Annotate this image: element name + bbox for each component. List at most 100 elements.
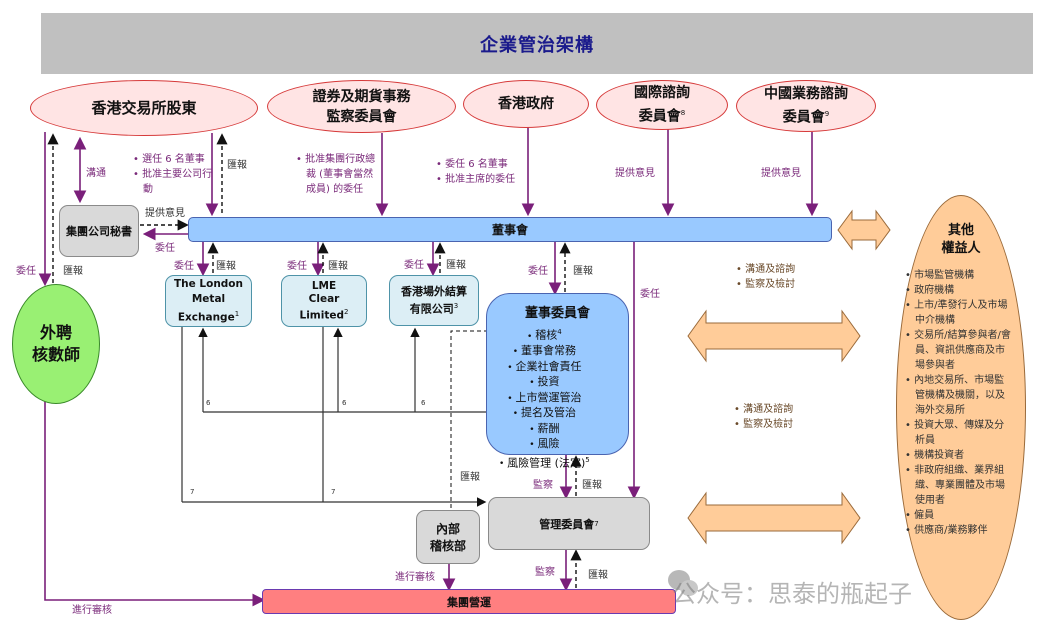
engagement-notes-lower: 溝通及諮詢 監察及檢討 — [734, 402, 793, 432]
note-item: 委任 6 名董事 — [436, 157, 515, 172]
board-label: 董事會 — [491, 223, 528, 237]
label-report: 匯報 — [227, 160, 247, 171]
committee-item: 董事會常務 — [499, 344, 590, 360]
stakeholders-title-line1: 其他 — [947, 223, 974, 238]
sfc-ellipse: 證券及期貨事務監察委員會 — [267, 80, 456, 133]
stakeholder-item: 市場監管機構 — [905, 268, 1013, 283]
footnote-mark: 7 — [190, 488, 195, 496]
otc-clear-line2: 有限公司 — [409, 302, 454, 316]
footnote-mark: 6 — [342, 399, 347, 407]
label-report: 匯報 — [588, 570, 608, 581]
label-report: 匯報 — [582, 480, 602, 491]
hk-gov-ellipse: 香港政府 — [463, 80, 589, 128]
china-advisory-ellipse: 中國業務諮詢委員會9 — [736, 80, 876, 132]
lme-clear-line1: LME — [311, 279, 337, 292]
footnote-mark: 7 — [331, 488, 336, 496]
sfc-notes: 批准集團行政總裁 (董事會當然成員) 的委任 — [296, 152, 376, 197]
note-item: 監察及檢討 — [736, 277, 795, 292]
label-advise-intl: 提供意見 — [615, 168, 655, 179]
auditor-line2: 核數師 — [31, 345, 80, 364]
label-advise-china: 提供意見 — [761, 168, 801, 179]
sfc-label-line2: 監察委員會 — [326, 108, 397, 125]
label-appoint: 委任 — [16, 266, 36, 277]
internal-audit-line1: 內部 — [435, 522, 460, 536]
watermark-text: 公众号：思泰的瓶起子 — [672, 580, 912, 608]
stakeholder-item: 上市/準發行人及市場中介機構 — [905, 298, 1013, 328]
lme-line2: Metal Exchange — [177, 292, 235, 324]
committee-item: 企業社會責任 — [499, 360, 590, 376]
footnote-mark: 3 — [453, 302, 459, 311]
lme-clear-line2: Clear — [308, 292, 340, 305]
label-conduct-audit: 進行審核 — [72, 605, 112, 616]
intl-advisory-line1: 國際諮詢 — [634, 85, 690, 102]
auditor-line1: 外聘 — [39, 323, 72, 342]
footnote-mark: 8 — [680, 109, 686, 118]
stakeholder-item: 投資大眾、傳媒及分析員 — [905, 418, 1013, 448]
management-committee-label: 管理委員會 — [539, 517, 595, 531]
committee-item: 投資 — [499, 375, 590, 391]
label-report: 匯報 — [446, 260, 466, 271]
note-item: 批准集團行政總裁 (董事會當然成員) 的委任 — [296, 152, 376, 197]
title-bar: 企業管治架構 — [41, 13, 1033, 74]
committee-list: 稽核4 董事會常務 企業社會責任 投資 上市營運管治 提名及管治 薪酬 風險 風… — [499, 325, 590, 472]
subsidiary-otc-clear: 香港場外結算有限公司3 — [389, 275, 479, 326]
group-operations-label: 集團營運 — [447, 595, 491, 609]
label-appoint: 委任 — [404, 260, 424, 271]
note-item: 批准主要公司行動 — [133, 167, 221, 197]
committee-item: 提名及管治 — [499, 406, 590, 422]
double-arrow-management-stakeholders — [687, 491, 861, 545]
otc-clear-line1: 香港場外結算 — [401, 285, 467, 299]
internal-audit-box: 內部稽核部 — [416, 510, 480, 564]
label-report: 匯報 — [328, 261, 348, 272]
page-title: 企業管治架構 — [480, 34, 594, 56]
footnote-mark: 9 — [824, 110, 830, 119]
footnote-mark: 6 — [206, 399, 211, 407]
label-appoint: 委任 — [174, 261, 194, 272]
label-communicate: 溝通 — [86, 168, 106, 179]
stakeholder-item: 機構投資者 — [905, 448, 1013, 463]
label-appoint: 委任 — [287, 261, 307, 272]
shareholder-notes: 選任 6 名董事 批准主要公司行動 — [133, 152, 221, 197]
note-item: 溝通及諮詢 — [736, 262, 795, 277]
label-report: 匯報 — [460, 472, 480, 483]
committee-item: 風險 — [499, 437, 590, 453]
board-committees: 董事委員會 稽核4 董事會常務 企業社會責任 投資 上市營運管治 提名及管治 薪… — [486, 293, 629, 469]
stakeholder-item: 政府機構 — [905, 283, 1013, 298]
label-report: 匯報 — [573, 266, 593, 277]
committee-item: 風險管理 (法定)5 — [499, 453, 590, 472]
footnote-mark: 1 — [234, 309, 240, 318]
external-auditor: 外聘核數師 — [12, 284, 100, 404]
stakeholder-list: 市場監管機構 政府機構 上市/準發行人及市場中介機構 交易所/結算參與者/會員、… — [897, 268, 1025, 538]
note-item: 選任 6 名董事 — [133, 152, 221, 167]
gov-notes: 委任 6 名董事 批准主席的委任 — [436, 157, 515, 187]
note-item: 批准主席的委任 — [436, 172, 515, 187]
shareholders-ellipse: 香港交易所股東 — [30, 80, 258, 136]
group-operations-bar: 集團營運 — [262, 589, 676, 614]
stakeholder-item: 供應商/業務夥伴 — [905, 523, 1013, 538]
china-advisory-line1: 中國業務諮詢 — [764, 86, 848, 103]
label-conduct-audit: 進行審核 — [395, 572, 435, 583]
committee-item: 薪酬 — [499, 422, 590, 438]
intl-advisory-line2: 委員會 — [638, 108, 681, 125]
label-appoint: 委任 — [640, 289, 660, 300]
stakeholder-item: 僱員 — [905, 508, 1013, 523]
stakeholders-title-line2: 權益人 — [941, 241, 981, 256]
label-appoint: 委任 — [155, 243, 175, 254]
double-arrow-committees-stakeholders — [687, 309, 861, 363]
stakeholder-item: 非政府組織、業界組織、專業團體及市場使用者 — [905, 463, 1013, 508]
lme-line1: The London — [174, 277, 243, 290]
engagement-notes-upper: 溝通及諮詢 監察及檢討 — [736, 262, 795, 292]
hk-gov-label: 香港政府 — [498, 96, 554, 112]
committee-item: 上市營運管治 — [499, 391, 590, 407]
sfc-label-line1: 證券及期貨事務 — [312, 88, 411, 105]
footnote-mark: 6 — [421, 399, 426, 407]
board-committees-title: 董事委員會 — [524, 306, 590, 321]
label-appoint: 委任 — [528, 266, 548, 277]
label-supervise: 監察 — [535, 567, 555, 578]
footnote-mark: 7 — [594, 519, 599, 528]
lme-clear-line3: Limited — [299, 309, 345, 322]
intl-advisory-ellipse: 國際諮詢委員會8 — [596, 80, 728, 130]
